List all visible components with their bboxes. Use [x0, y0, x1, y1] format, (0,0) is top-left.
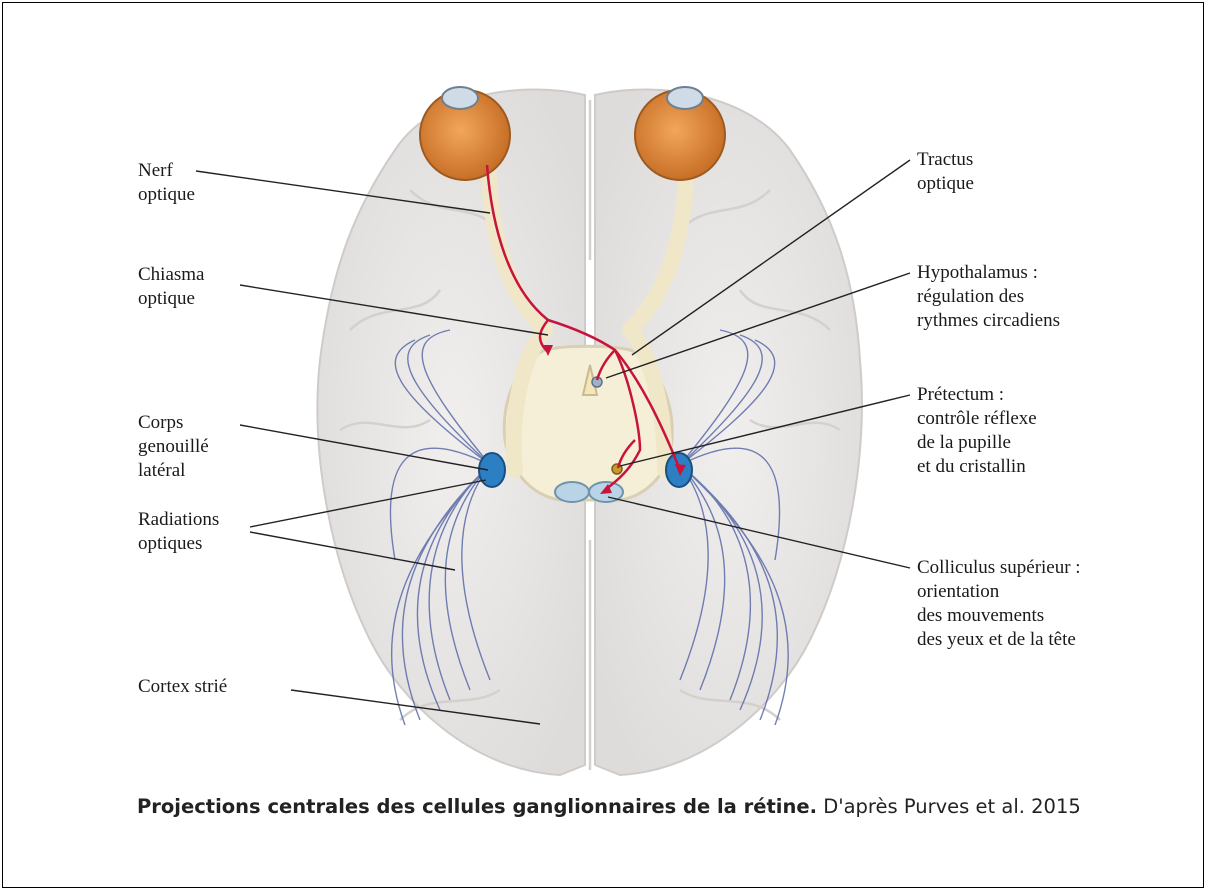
left-lgn	[479, 453, 505, 487]
caption-title: Projections centrales des cellules gangl…	[137, 795, 817, 818]
caption-source: D'après Purves et al. 2015	[823, 795, 1081, 818]
figure-caption: Projections centrales des cellules gangl…	[137, 795, 1137, 818]
superior-colliculus-left	[555, 482, 589, 502]
label-cortex-strie: Cortex strié	[138, 675, 227, 699]
